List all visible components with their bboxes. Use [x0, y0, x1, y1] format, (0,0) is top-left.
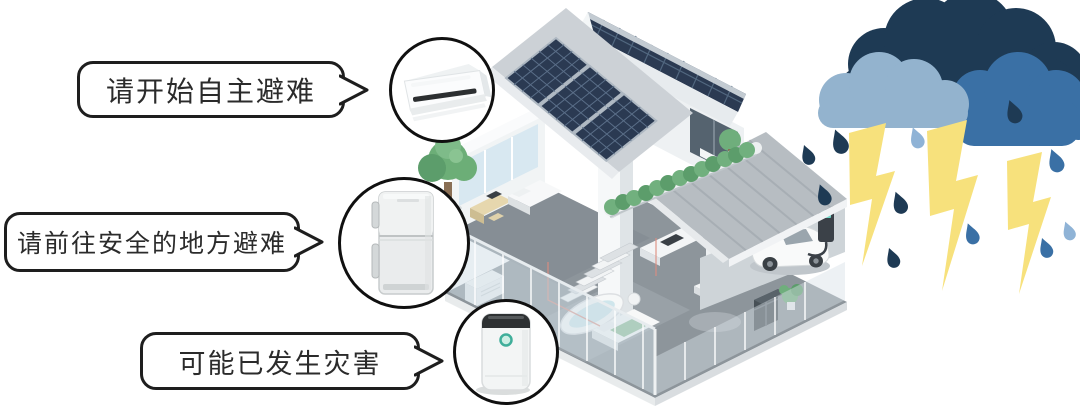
bubble-tail — [414, 345, 444, 377]
bubble-tail — [294, 226, 324, 258]
callout-label: 请前往安全的地方避难 — [16, 230, 287, 258]
house-illustration — [418, 8, 847, 406]
solar-panel-roof-main — [485, 8, 693, 179]
lightning-icon — [927, 120, 978, 291]
refrigerator-icon — [371, 191, 434, 295]
storm-cloud-icon — [818, 0, 1080, 146]
rain-drops — [802, 100, 1076, 268]
garage-roof — [642, 132, 847, 267]
callout-label: 可能已发生灾害 — [178, 348, 382, 379]
appliance-circle-refrigerator — [338, 177, 470, 309]
callout-bubble-disaster-occurred: 可能已发生灾害 — [140, 332, 444, 390]
appliance-circle-air-purifier — [453, 299, 559, 405]
balcony-tree — [719, 129, 741, 151]
lightning-icon — [849, 123, 895, 266]
callout-bubble-start-evacuation: 请开始自主避难 — [77, 61, 369, 118]
callout-bubble-go-to-safety: 请前往安全的地方避难 — [4, 212, 324, 272]
air-conditioner-icon — [403, 64, 491, 122]
lightning-icon — [1007, 152, 1051, 294]
green-roof — [604, 142, 762, 218]
lightning-bolts — [849, 120, 1051, 294]
garage — [642, 132, 847, 310]
callout-label: 请开始自主避难 — [105, 75, 316, 107]
air-purifier-icon — [476, 313, 531, 395]
bubble-tail — [339, 74, 369, 105]
appliance-circle-air-conditioner — [389, 37, 495, 143]
